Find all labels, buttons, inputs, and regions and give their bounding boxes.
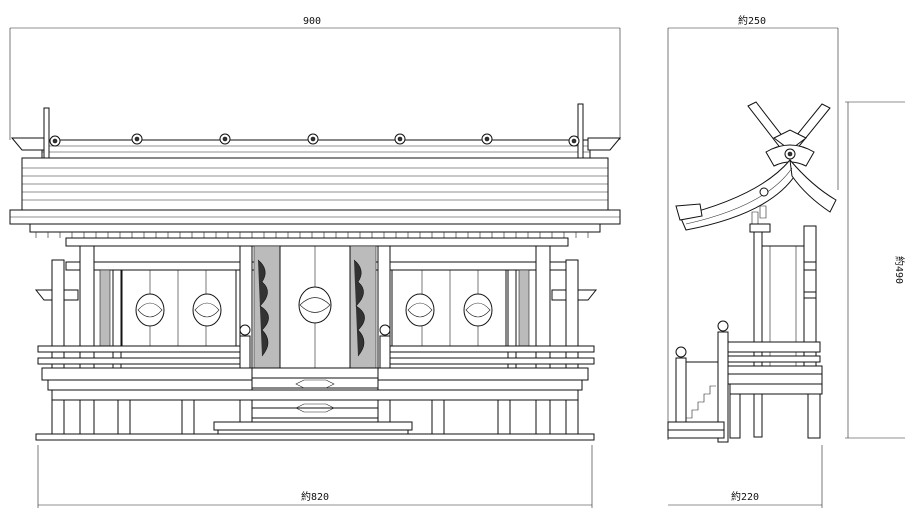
dimension-side-top: 約250 [667, 14, 839, 440]
base-structure [35, 389, 595, 441]
side-roof [675, 158, 837, 231]
upper-beam [65, 237, 569, 247]
front-elevation [9, 103, 622, 441]
gable-ornament [765, 144, 815, 167]
side-elevation [667, 101, 837, 443]
side-bottom-width-label: 約220 [731, 490, 759, 503]
rafter-ends [35, 232, 589, 238]
right-door-panels [391, 269, 507, 351]
side-base [729, 383, 823, 439]
side-rafters [749, 205, 771, 233]
roof-body [9, 157, 621, 233]
crossed-chigi [747, 101, 831, 151]
ridge-ornaments [49, 133, 580, 147]
dimension-side-bottom: 約220 [668, 445, 823, 508]
side-height-label: 約490 [893, 256, 905, 284]
dimension-front-top: 900 [9, 16, 621, 140]
carved-panels [253, 245, 377, 369]
roof-ridge [10, 103, 622, 167]
side-top-width-label: 約250 [738, 14, 766, 27]
front-top-width-label: 900 [303, 16, 321, 27]
left-door-panels [121, 269, 237, 351]
front-bottom-width-label: 約820 [301, 490, 329, 503]
newel-posts [239, 324, 391, 369]
dimension-front-bottom: 約820 [37, 445, 593, 508]
side-wall [753, 225, 817, 438]
central-door [279, 245, 351, 369]
side-stairs [667, 346, 725, 439]
dimension-side-height: 約490 [845, 101, 905, 439]
